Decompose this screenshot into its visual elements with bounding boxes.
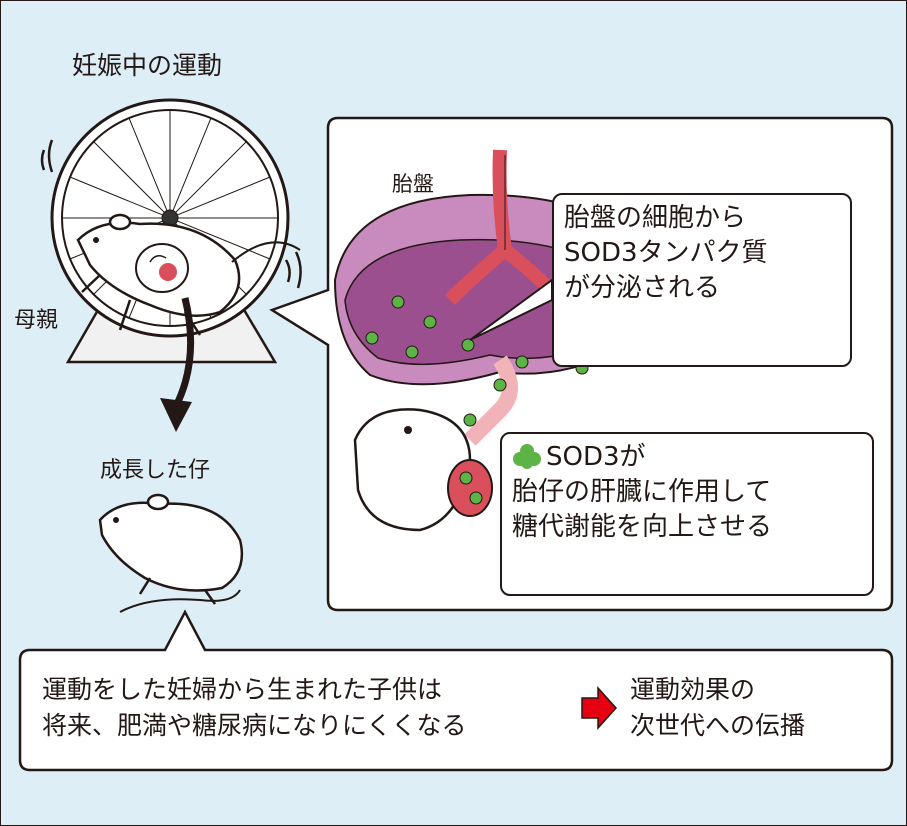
secretion-line-2: SOD3タンパク質 bbox=[564, 238, 768, 268]
embryo bbox=[353, 355, 518, 532]
conclusion-line-2: 次世代への伝播 bbox=[630, 711, 806, 740]
conclusion-line-1: 運動効果の bbox=[630, 675, 756, 704]
outcome-text: 運動をした妊婦から生まれた子供は 将来、肥満や糖尿病になりにくくなる bbox=[42, 672, 467, 744]
effect-callout: SOD3が 胎仔の肝臓に作用して 糖代謝能を向上させる bbox=[500, 432, 874, 596]
bottom-panel bbox=[18, 609, 894, 772]
pup-mouse bbox=[98, 493, 244, 613]
mother-mouse bbox=[76, 213, 301, 336]
outcome-line-1: 運動をした妊婦から生まれた子供は bbox=[42, 675, 443, 704]
pup-label: 成長した仔 bbox=[100, 458, 211, 483]
down-arrow bbox=[160, 297, 195, 432]
secretion-line-1: 胎盤の細胞から bbox=[564, 203, 747, 233]
effect-line-1-text: SOD3が bbox=[546, 442, 646, 472]
effect-line-3: 糖代謝能を向上させる bbox=[512, 512, 773, 542]
figure-title: 妊娠中の運動 bbox=[72, 51, 223, 80]
secretion-line-3: が分泌される bbox=[564, 273, 721, 303]
placenta-label: 胎盤 bbox=[392, 172, 434, 196]
sod3-icon bbox=[513, 444, 541, 469]
outcome-line-2: 将来、肥満や糖尿病になりにくくなる bbox=[42, 711, 467, 740]
secretion-callout: 胎盤の細胞から SOD3タンパク質 が分泌される bbox=[552, 193, 852, 367]
motion-lines bbox=[40, 139, 302, 289]
mother-label: 母親 bbox=[14, 308, 59, 333]
conclusion-text: 運動効果の 次世代への伝播 bbox=[630, 672, 805, 744]
effect-line-1: SOD3が bbox=[512, 440, 862, 475]
effect-line-2: 胎仔の肝臓に作用して bbox=[512, 477, 772, 507]
red-arrow bbox=[581, 686, 618, 730]
